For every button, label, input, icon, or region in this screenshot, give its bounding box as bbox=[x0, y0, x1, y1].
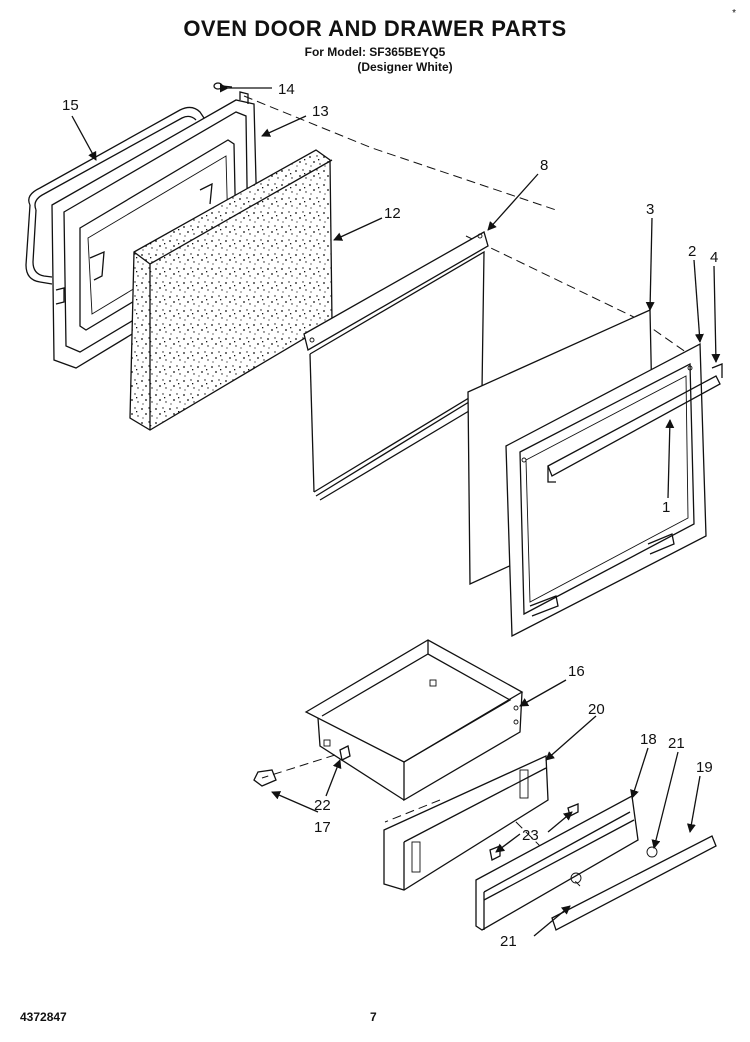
page-number: 7 bbox=[370, 1010, 377, 1024]
callouts: 14 15 13 12 8 3 2 4 1 16 20 18 21 19 22 … bbox=[62, 81, 718, 950]
callout-12: 12 bbox=[384, 205, 401, 222]
drawer-front-inner-part bbox=[383, 755, 549, 891]
callout-8: 8 bbox=[540, 157, 548, 174]
door-gasket-part bbox=[25, 106, 205, 285]
callout-22: 22 bbox=[314, 797, 331, 814]
callout-18: 18 bbox=[640, 731, 657, 748]
callout-14: 14 bbox=[278, 81, 295, 98]
drawer-glide-part bbox=[253, 745, 351, 787]
callout-17: 17 bbox=[314, 819, 331, 836]
model-line: For Model: SF365BEYQ5 bbox=[304, 45, 446, 59]
drawer-front-panel-part bbox=[475, 794, 658, 931]
leader-lines bbox=[71, 83, 721, 937]
outer-door-frame-part bbox=[505, 342, 707, 638]
callout-23: 23 bbox=[522, 827, 539, 844]
drawer-body-part bbox=[304, 639, 524, 802]
callout-13: 13 bbox=[312, 103, 329, 120]
door-handle-part bbox=[547, 363, 723, 483]
callout-20: 20 bbox=[588, 701, 605, 718]
page-title: OVEN DOOR AND DRAWER PARTS bbox=[183, 16, 567, 41]
callout-3: 3 bbox=[646, 201, 654, 218]
callout-19: 19 bbox=[696, 759, 713, 776]
callout-1: 1 bbox=[662, 499, 670, 516]
callout-2: 2 bbox=[688, 243, 696, 260]
callout-21-upper: 21 bbox=[668, 735, 685, 752]
variant-line: (Designer White) bbox=[357, 60, 453, 74]
corner-mark: * bbox=[732, 8, 736, 19]
document-number: 4372847 bbox=[20, 1010, 67, 1024]
drawer-trim-part bbox=[551, 835, 717, 931]
callout-16: 16 bbox=[568, 663, 585, 680]
callout-15: 15 bbox=[62, 97, 79, 114]
callout-21-lower: 21 bbox=[500, 933, 517, 950]
callout-4: 4 bbox=[710, 249, 718, 266]
